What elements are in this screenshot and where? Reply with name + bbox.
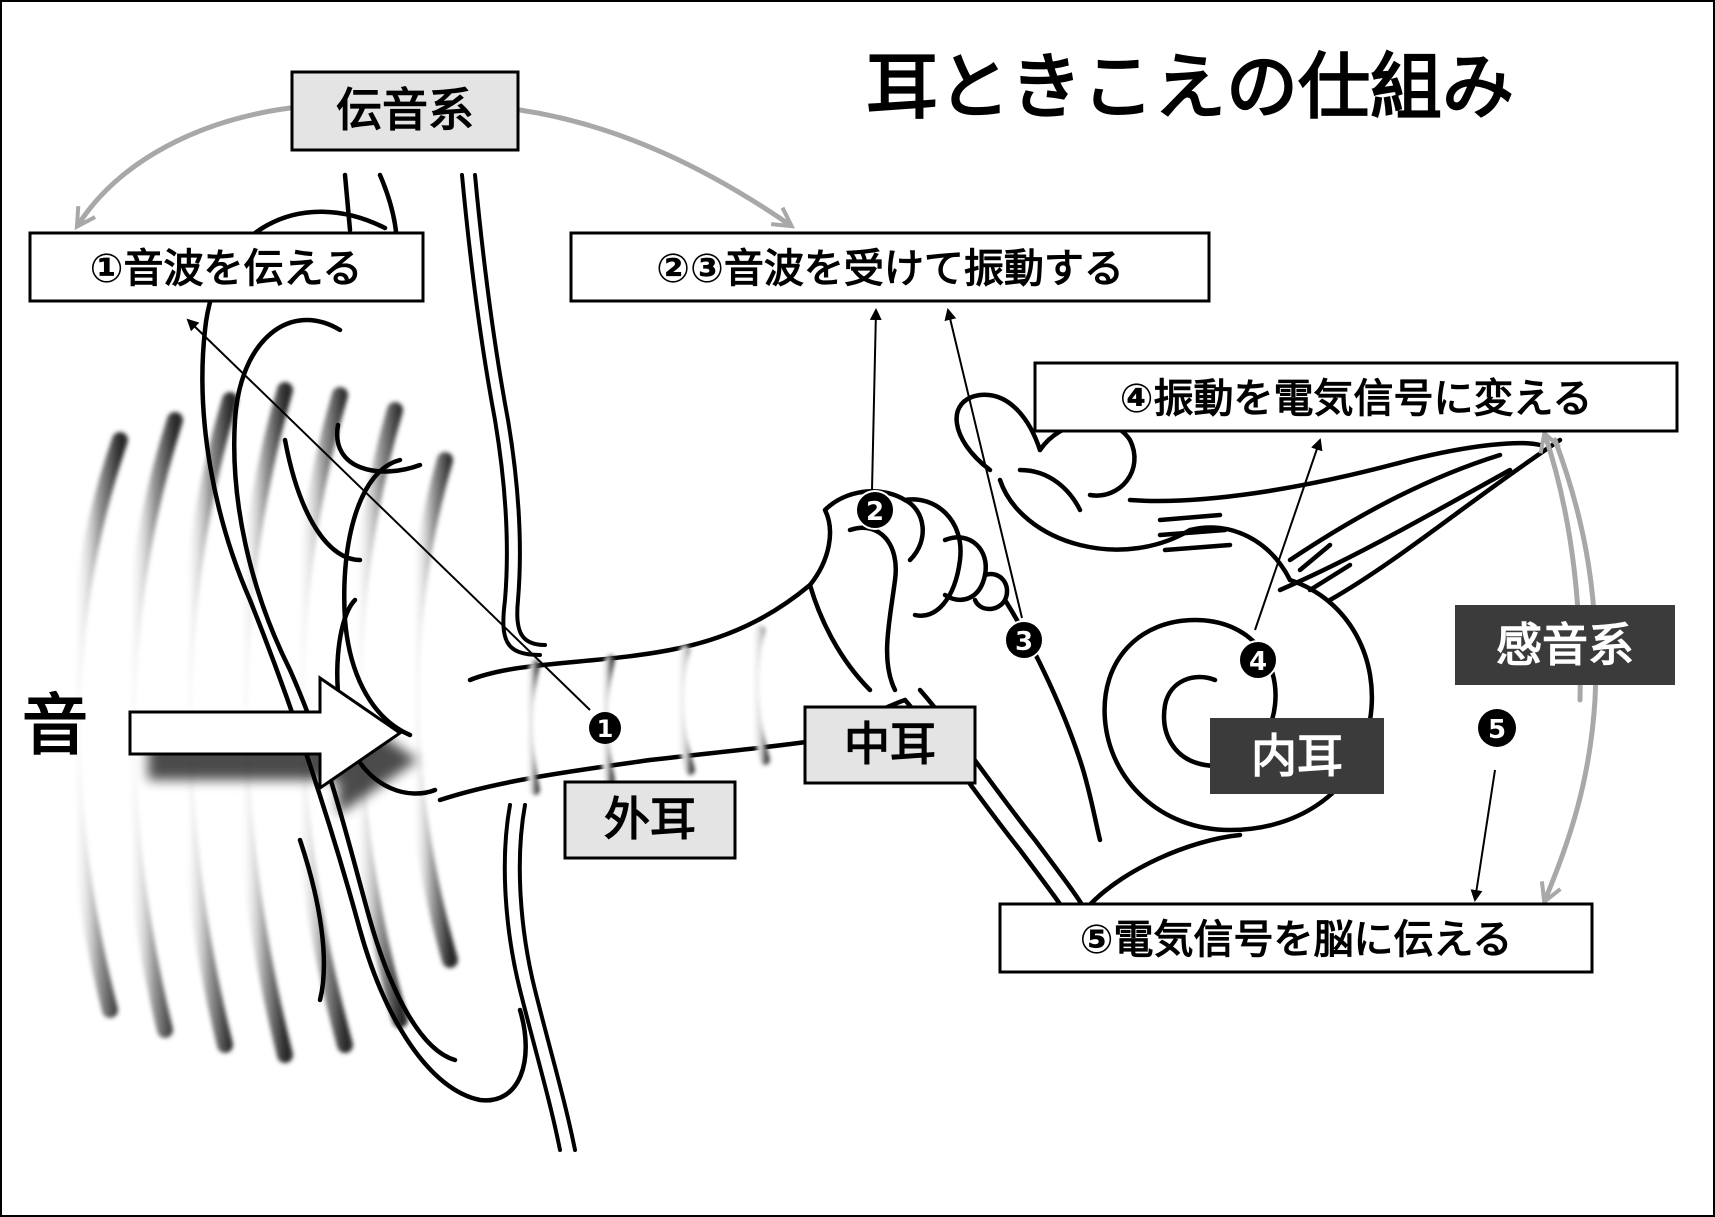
step-marker-4: 4 [1238,640,1278,680]
svg-text:4: 4 [1249,647,1267,677]
step-markers: 1 2 3 4 5 [589,490,1516,747]
head-outline [460,173,577,1152]
step-1-text: ①音波を伝える [90,246,363,292]
step-marker-2: 2 [855,490,895,530]
sensorineural-label: 感音系 [1496,618,1634,672]
svg-text:2: 2 [866,497,884,527]
sensorineural-label-box: 感音系 [1455,605,1675,685]
sound-arrow-shape [128,675,403,791]
step-4-box: ④振動を電気信号に変える [1033,361,1679,433]
pointer-arrows [186,308,1496,902]
outer-ear-label: 外耳 [604,792,696,846]
middle-ear-label-box: 中耳 [803,705,977,785]
step-1-box: ①音波を伝える [28,231,425,303]
ear-canal [437,582,823,803]
sound-wave-arc [403,452,458,968]
step-4-text: ④振動を電気信号に変える [1120,376,1593,422]
pointer-arrow-4 [1254,438,1323,631]
svg-text:1: 1 [597,715,614,743]
inner-ear-label-box: 内耳 [1210,718,1384,794]
step-2-3-box: ②③音波を受けて振動する [569,231,1211,303]
middle-ear-label: 中耳 [844,717,936,771]
step-5-text: ⑤電気信号を脳に伝える [1080,917,1513,963]
pointer-arrow-1 [186,318,591,711]
inner-ear-label: 内耳 [1251,729,1343,783]
step-marker-5: 5 [1478,709,1516,747]
step-5-box: ⑤電気信号を脳に伝える [998,902,1594,974]
sound-arrow [128,675,418,815]
pointer-arrow-3 [944,308,1023,619]
sound-wave-arc [64,432,128,1018]
svg-text:5: 5 [1488,715,1506,745]
sound-label: 音 [22,687,88,764]
outer-ear-label-box: 外耳 [563,780,737,860]
conductive-arrow-left [78,105,293,225]
conductive-label-box: 伝音系 [290,70,520,152]
step-marker-1: 1 [589,712,621,744]
step-2-3-text: ②③音波を受けて振動する [656,246,1124,292]
pointer-arrow-5 [1470,769,1496,902]
conductive-arrow-right [517,107,790,225]
pointer-arrow-2 [869,308,882,491]
conductive-label: 伝音系 [336,83,474,137]
canal-bands [522,625,770,795]
step-marker-3: 3 [1004,620,1044,660]
diagram-title: 耳ときこえの仕組み [866,45,1514,129]
sensorineural-arrow-down [1545,437,1599,900]
sound-wave-arc [119,412,183,1038]
svg-text:3: 3 [1015,627,1033,657]
